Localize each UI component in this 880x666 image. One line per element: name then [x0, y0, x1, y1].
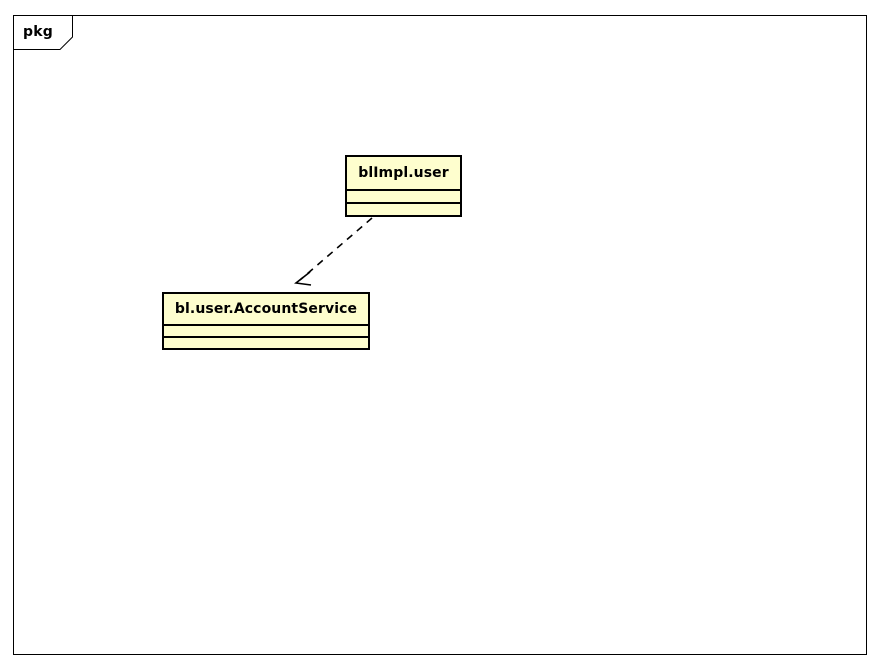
class-operations-compartment-blimpl-user: [347, 202, 460, 215]
class-box-blimpl-user[interactable]: blImpl.user: [345, 155, 462, 217]
class-box-bl-user-accountservice[interactable]: bl.user.AccountService: [162, 292, 370, 350]
class-attributes-compartment-blimpl-user: [347, 189, 460, 202]
package-tab-shape: [13, 15, 73, 50]
class-operations-compartment-bl-user-accountservice: [164, 336, 368, 348]
package-frame: [13, 15, 867, 655]
class-name-bl-user-accountservice: bl.user.AccountService: [174, 301, 358, 317]
class-attributes-compartment-bl-user-accountservice: [164, 324, 368, 336]
class-name-blimpl-user: blImpl.user: [358, 165, 449, 181]
package-tab: pkg: [13, 15, 73, 50]
package-tab-label: pkg: [23, 24, 53, 40]
